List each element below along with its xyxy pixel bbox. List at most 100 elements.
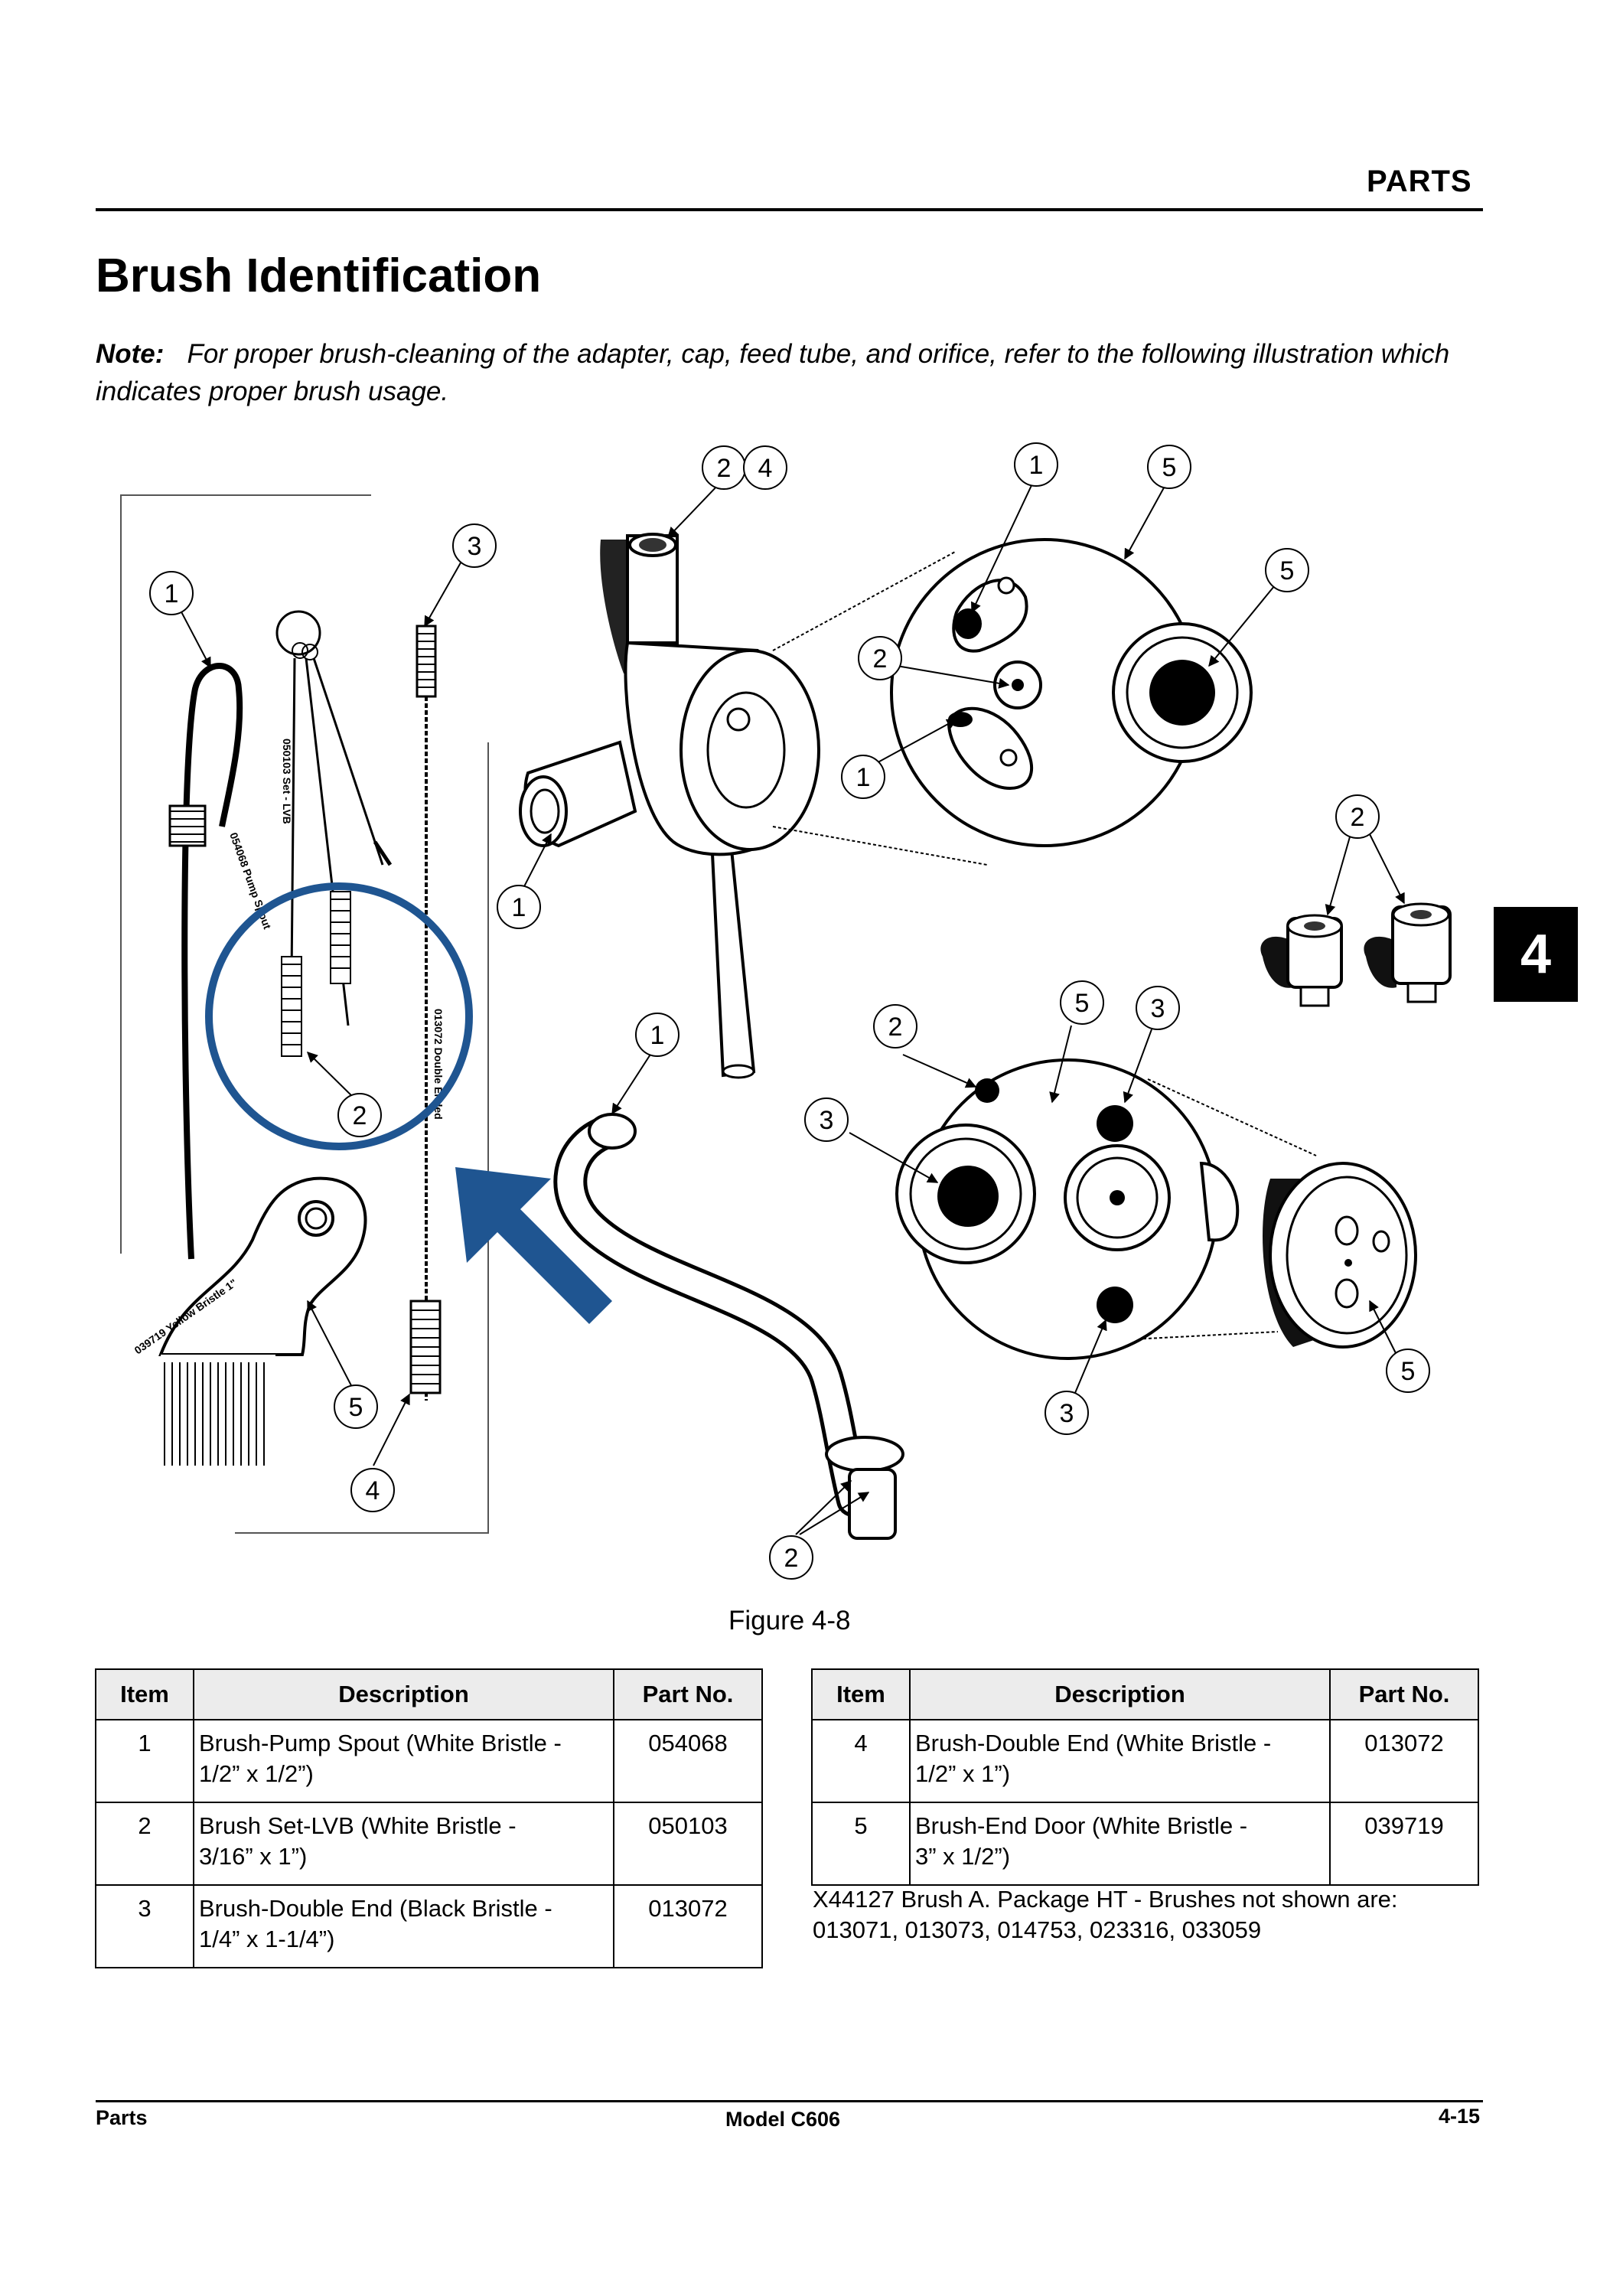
desc-line: 1/4” x 1-1/4”) xyxy=(199,1926,335,1952)
end-door xyxy=(895,1058,1417,1360)
callout-4: 4 xyxy=(743,445,787,490)
highlight-circle xyxy=(205,882,473,1150)
callout-3: 3 xyxy=(452,523,497,568)
cap-detail xyxy=(772,538,1253,866)
item-cell: 1 xyxy=(95,1719,194,1803)
svg-text:1: 1 xyxy=(165,579,179,608)
svg-text:2: 2 xyxy=(717,454,732,483)
col-item: Item xyxy=(95,1668,194,1720)
callouts: 1 3 2 5 4 2 4 1 1 5 5 2 1 2 1 2 5 3 3 3 … xyxy=(149,442,1430,1580)
svg-text:1: 1 xyxy=(650,1021,665,1050)
item-cell: 5 xyxy=(811,1802,911,1886)
table-row: 4 Brush-Double End (White Bristle -1/2” … xyxy=(811,1719,1479,1803)
desc-line: Brush-Double End (Black Bristle - xyxy=(199,1895,552,1922)
lvb-label: 050103 Set - LVB xyxy=(281,739,293,824)
package-note: X44127 Brush A. Package HT - Brushes not… xyxy=(813,1884,1501,1945)
callout-1: 1 xyxy=(497,885,541,929)
end-door-brush: 039719 Yellow Bristle 1" xyxy=(132,1176,367,1469)
part-cell: 039719 xyxy=(1329,1802,1479,1886)
table-row: 1 Brush-Pump Spout (White Bristle -1/2” … xyxy=(95,1719,763,1803)
callout-3: 3 xyxy=(1045,1391,1089,1435)
part-cell: 013072 xyxy=(1329,1719,1479,1803)
note: Note:For proper brush-cleaning of the ad… xyxy=(96,335,1496,410)
section-header: PARTS xyxy=(1367,165,1472,198)
callout-2: 2 xyxy=(337,1093,382,1137)
svg-text:5: 5 xyxy=(1401,1357,1416,1386)
description-cell: Brush-Double End (White Bristle - 1/2” x … xyxy=(909,1719,1331,1803)
svg-text:2: 2 xyxy=(873,644,888,673)
footer-model: Model C606 xyxy=(725,2108,841,2131)
callout-1: 1 xyxy=(149,571,194,615)
part-cell: 013072 xyxy=(613,1884,763,1968)
package-note-line1: X44127 Brush A. Package HT - Brushes not… xyxy=(813,1886,1398,1913)
chapter-tab: 4 xyxy=(1494,907,1578,1002)
item-cell: 3 xyxy=(95,1884,194,1968)
figure-caption: Figure 4-8 xyxy=(728,1606,851,1636)
callout-2: 2 xyxy=(1335,794,1380,839)
note-text: For proper brush-cleaning of the adapter… xyxy=(96,339,1450,406)
item-cell: 2 xyxy=(95,1802,194,1886)
svg-text:5: 5 xyxy=(1280,556,1295,585)
callout-2: 2 xyxy=(858,636,902,680)
svg-text:2: 2 xyxy=(784,1544,799,1573)
adapter-assembly xyxy=(519,533,820,1079)
col-part-no: Part No. xyxy=(1329,1668,1479,1720)
callout-5: 5 xyxy=(1265,548,1309,592)
desc-line: Brush-End Door (White Bristle - xyxy=(915,1812,1248,1839)
callout-2: 2 xyxy=(873,1004,917,1049)
table-header-row: Item Description Part No. xyxy=(811,1668,1479,1720)
callout-3: 3 xyxy=(804,1097,849,1142)
small-fittings xyxy=(1260,902,1452,1007)
header-rule xyxy=(96,208,1483,211)
desc-line: Brush Set-LVB (White Bristle - xyxy=(199,1812,517,1839)
double-end-brush: 013072 Double Ended xyxy=(409,625,445,1401)
callout-4: 4 xyxy=(350,1468,395,1512)
part-cell: 050103 xyxy=(613,1802,763,1886)
parts-table-left: Item Description Part No. 1 Brush-Pump S… xyxy=(95,1668,763,1968)
callout-leaders xyxy=(177,481,1405,1535)
svg-text:3: 3 xyxy=(468,532,482,561)
svg-text:3: 3 xyxy=(1151,994,1165,1023)
callout-5: 5 xyxy=(1060,980,1104,1025)
description-cell: Brush-End Door (White Bristle - 3” x 1/2”… xyxy=(909,1802,1331,1886)
svg-text:2: 2 xyxy=(888,1013,903,1042)
description-cell: Brush-Pump Spout (White Bristle -1/2” x … xyxy=(193,1719,614,1803)
parts-table-right: Item Description Part No. 4 Brush-Double… xyxy=(811,1668,1479,1886)
callout-1: 1 xyxy=(1014,442,1058,487)
svg-text:1: 1 xyxy=(512,893,526,922)
callout-5: 5 xyxy=(334,1384,378,1429)
page-number: 4-15 xyxy=(1439,2105,1481,2128)
note-label: Note: xyxy=(96,339,165,369)
callout-5: 5 xyxy=(1147,445,1191,489)
callout-1: 1 xyxy=(635,1013,680,1057)
lvb-brush-set: 050103 Set - LVB xyxy=(275,610,393,1057)
footer-rule xyxy=(96,2100,1483,2102)
callout-1: 1 xyxy=(841,755,885,799)
svg-text:2: 2 xyxy=(353,1101,367,1130)
svg-text:4: 4 xyxy=(758,454,773,483)
svg-text:3: 3 xyxy=(1060,1399,1074,1428)
col-item: Item xyxy=(811,1668,911,1720)
description-cell: Brush Set-LVB (White Bristle - 3/16” x 1”… xyxy=(193,1802,614,1886)
col-description: Description xyxy=(909,1668,1331,1720)
svg-text:1: 1 xyxy=(1029,451,1044,480)
table-row: 5 Brush-End Door (White Bristle - 3” x 1/… xyxy=(811,1802,1479,1886)
highlight-arrow xyxy=(455,1167,612,1324)
callout-2: 2 xyxy=(769,1535,813,1580)
svg-text:3: 3 xyxy=(820,1106,834,1135)
part-cell: 054068 xyxy=(613,1719,763,1803)
desc-line: Brush-Double End (White Bristle - xyxy=(915,1730,1272,1756)
description-cell: Brush-Double End (Black Bristle - 1/4” x … xyxy=(193,1884,614,1968)
svg-text:2: 2 xyxy=(1351,803,1365,832)
brush-panel-frame xyxy=(120,494,489,1534)
desc-line: 3/16” x 1”) xyxy=(199,1843,308,1870)
desc-line: 1/2” x 1/2”) xyxy=(199,1760,314,1787)
svg-text:5: 5 xyxy=(1075,989,1090,1018)
package-note-line2: 013071, 013073, 014753, 023316, 033059 xyxy=(813,1916,1262,1943)
svg-text:5: 5 xyxy=(1162,453,1177,482)
svg-text:4: 4 xyxy=(366,1476,380,1505)
desc-line: 1/2” x 1”) xyxy=(915,1760,1011,1787)
callout-2: 2 xyxy=(702,445,746,490)
desc-line: 3” x 1/2”) xyxy=(915,1843,1011,1870)
feed-tube xyxy=(553,1113,904,1540)
